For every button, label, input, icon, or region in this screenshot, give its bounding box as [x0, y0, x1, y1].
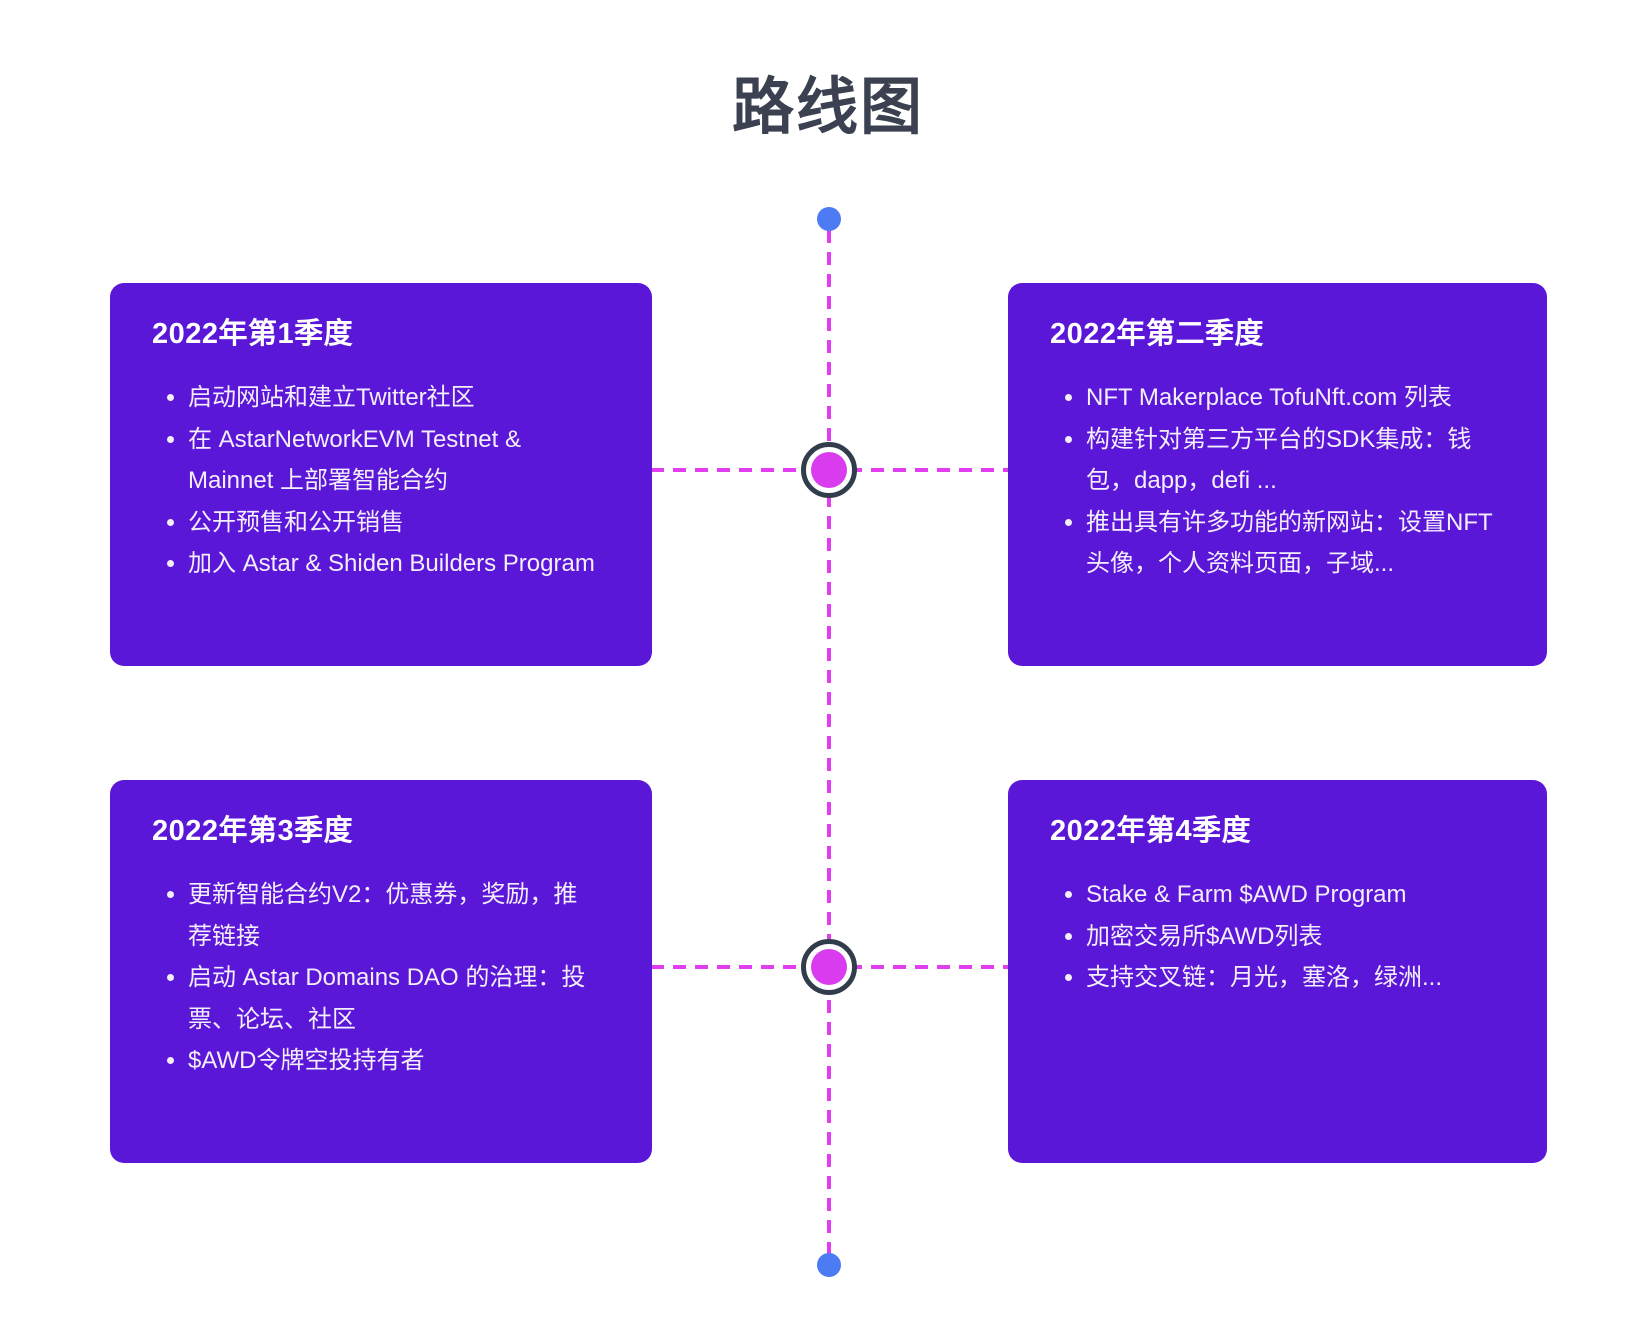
card-2022-q3: 2022年第3季度 更新智能合约V2：优惠券，奖励，推荐链接 启动 Astar …: [110, 780, 652, 1163]
card-q1-items: 启动网站和建立Twitter社区 在 AstarNetworkEVM Testn…: [152, 377, 600, 585]
card-q3-item: 更新智能合约V2：优惠券，奖励，推荐链接: [188, 874, 600, 957]
card-q4-items: Stake & Farm $AWD Program 加密交易所$AWD列表 支持…: [1050, 874, 1495, 999]
timeline-end-dot-icon: [817, 1253, 841, 1277]
card-q3-title: 2022年第3季度: [152, 815, 354, 847]
card-q3-item: 启动 Astar Domains DAO 的治理：投票、论坛、社区: [188, 957, 600, 1040]
card-q1-item: 加入 Astar & Shiden Builders Program: [188, 543, 600, 585]
page-title: 路线图: [731, 73, 924, 142]
card-2022-q1: 2022年第1季度 启动网站和建立Twitter社区 在 AstarNetwor…: [110, 283, 652, 666]
card-q4-item: Stake & Farm $AWD Program: [1086, 874, 1495, 916]
card-q3-items: 更新智能合约V2：优惠券，奖励，推荐链接 启动 Astar Domains DA…: [152, 874, 600, 1082]
card-q1-title: 2022年第1季度: [152, 318, 354, 350]
card-q2-item: 构建针对第三方平台的SDK集成：钱包，dapp，defi ...: [1086, 419, 1495, 502]
timeline-start-dot-icon: [817, 207, 841, 231]
timeline-vertical-dashed-line: [827, 230, 831, 1256]
card-q2-items: NFT Makerplace TofuNft.com 列表 构建针对第三方平台的…: [1050, 377, 1495, 585]
timeline-node-2-core: [811, 949, 847, 985]
card-q2-title: 2022年第二季度: [1050, 318, 1265, 350]
card-q2-item: NFT Makerplace TofuNft.com 列表: [1086, 377, 1495, 419]
timeline-node-1-icon: [801, 442, 857, 498]
card-q1-item: 启动网站和建立Twitter社区: [188, 377, 600, 419]
card-q2-item: 推出具有许多功能的新网站：设置NFT头像，个人资料页面，子域...: [1086, 502, 1495, 585]
card-2022-q2: 2022年第二季度 NFT Makerplace TofuNft.com 列表 …: [1008, 283, 1547, 666]
timeline-node-1-core: [811, 452, 847, 488]
card-q4-item: 加密交易所$AWD列表: [1086, 916, 1495, 958]
card-q1-item: 在 AstarNetworkEVM Testnet & Mainnet 上部署智…: [188, 419, 600, 502]
card-2022-q4: 2022年第4季度 Stake & Farm $AWD Program 加密交易…: [1008, 780, 1547, 1163]
card-q1-item: 公开预售和公开销售: [188, 502, 600, 544]
timeline-node-2-icon: [801, 939, 857, 995]
card-q4-title: 2022年第4季度: [1050, 815, 1252, 847]
card-q4-item: 支持交叉链：月光，塞洛，绿洲...: [1086, 957, 1495, 999]
card-q3-item: $AWD令牌空投持有者: [188, 1040, 600, 1082]
